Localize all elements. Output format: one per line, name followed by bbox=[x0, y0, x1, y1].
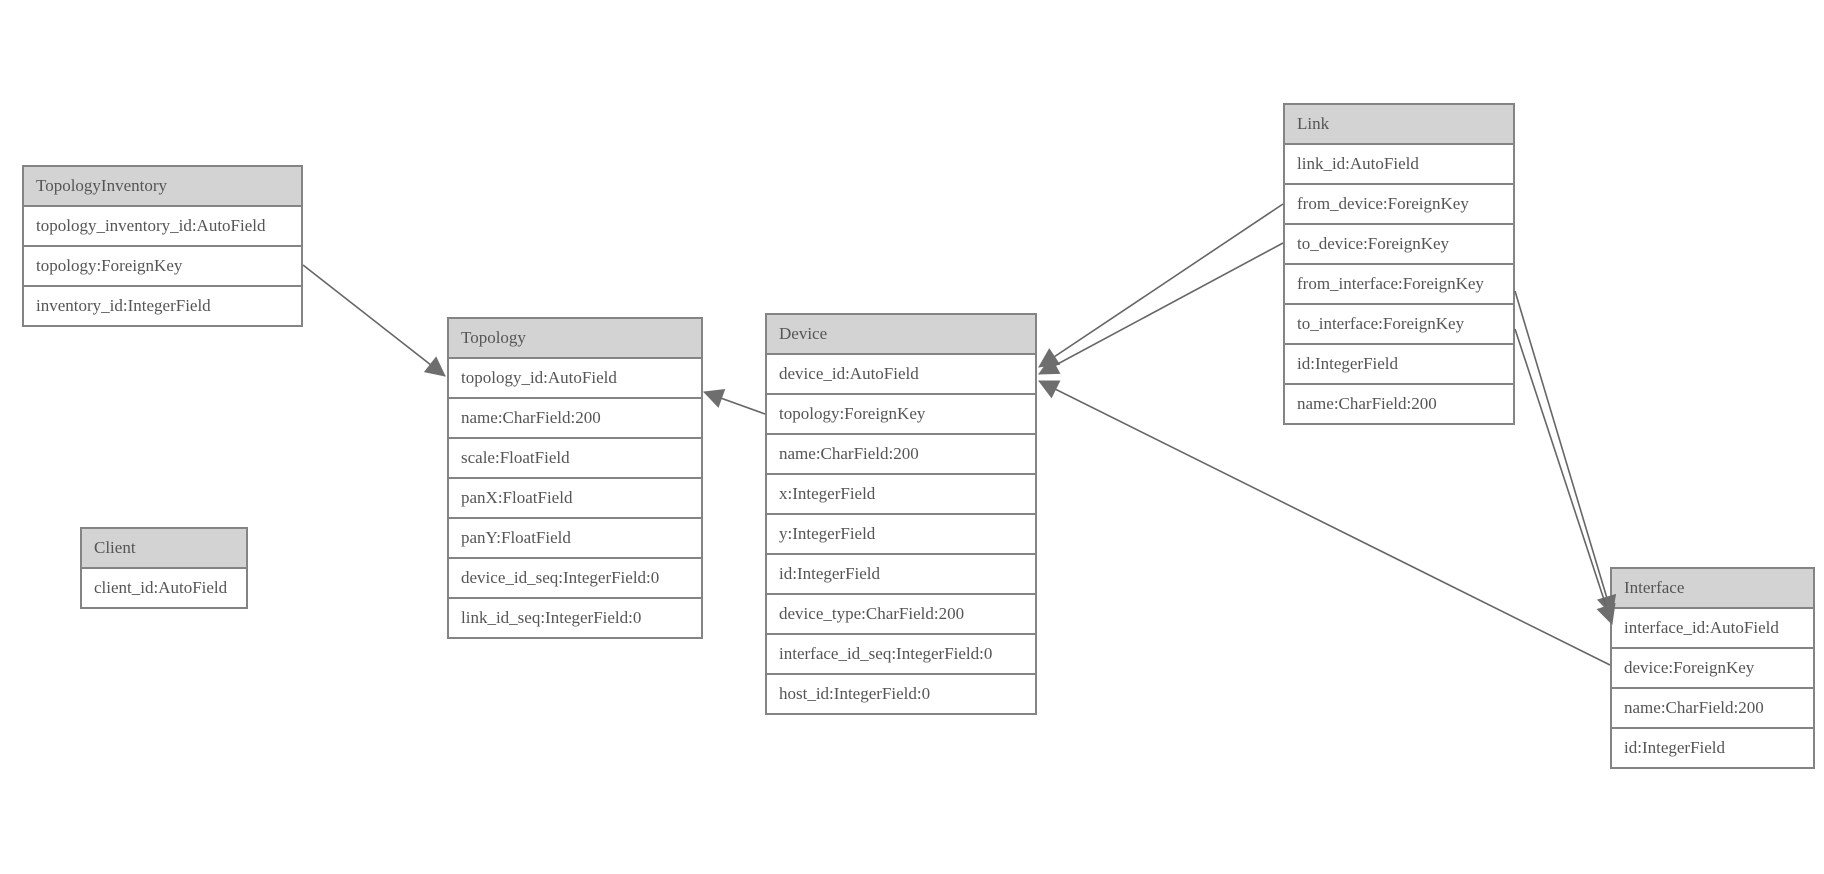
field-row: to_device:ForeignKey bbox=[1285, 225, 1513, 265]
field-row: device:ForeignKey bbox=[1612, 649, 1813, 689]
entity-topologyinventory-title: TopologyInventory bbox=[24, 167, 301, 207]
field-row: device_type:CharField:200 bbox=[767, 595, 1035, 635]
field-row: device_id_seq:IntegerField:0 bbox=[449, 559, 701, 599]
field-row: link_id:AutoField bbox=[1285, 145, 1513, 185]
relation-link-to_interface bbox=[1514, 328, 1616, 625]
relation-device-topology bbox=[703, 389, 766, 415]
relation-link-to_device bbox=[1038, 242, 1284, 375]
field-row: name:CharField:200 bbox=[1285, 385, 1513, 423]
entity-client-fields: client_id:AutoField bbox=[82, 569, 246, 607]
field-row: from_device:ForeignKey bbox=[1285, 185, 1513, 225]
field-row: topology_inventory_id:AutoField bbox=[24, 207, 301, 247]
entity-link-title: Link bbox=[1285, 105, 1513, 145]
field-row: topology:ForeignKey bbox=[24, 247, 301, 287]
field-row: link_id_seq:IntegerField:0 bbox=[449, 599, 701, 637]
entity-interface-title: Interface bbox=[1612, 569, 1813, 609]
relation-link-from_device bbox=[1038, 203, 1284, 368]
field-row: scale:FloatField bbox=[449, 439, 701, 479]
field-row: inventory_id:IntegerField bbox=[24, 287, 301, 325]
field-row: from_interface:ForeignKey bbox=[1285, 265, 1513, 305]
field-row: device_id:AutoField bbox=[767, 355, 1035, 395]
field-row: host_id:IntegerField:0 bbox=[767, 675, 1035, 713]
field-row: name:CharField:200 bbox=[767, 435, 1035, 475]
field-row: panY:FloatField bbox=[449, 519, 701, 559]
field-row: id:IntegerField bbox=[767, 555, 1035, 595]
entity-topologyinventory: TopologyInventory topology_inventory_id:… bbox=[22, 165, 303, 327]
entity-client-title: Client bbox=[82, 529, 246, 569]
field-row: client_id:AutoField bbox=[82, 569, 246, 607]
field-row: name:CharField:200 bbox=[449, 399, 701, 439]
field-row: id:IntegerField bbox=[1612, 729, 1813, 767]
field-row: panX:FloatField bbox=[449, 479, 701, 519]
relation-topologyinventory-topology bbox=[302, 264, 446, 377]
relation-link-from_interface bbox=[1514, 290, 1617, 616]
field-row: interface_id:AutoField bbox=[1612, 609, 1813, 649]
field-row: to_interface:ForeignKey bbox=[1285, 305, 1513, 345]
entity-device-title: Device bbox=[767, 315, 1035, 355]
field-row: name:CharField:200 bbox=[1612, 689, 1813, 729]
field-row: x:IntegerField bbox=[767, 475, 1035, 515]
field-row: topology_id:AutoField bbox=[449, 359, 701, 399]
entity-client: Client client_id:AutoField bbox=[80, 527, 248, 609]
field-row: y:IntegerField bbox=[767, 515, 1035, 555]
entity-topology-title: Topology bbox=[449, 319, 701, 359]
field-row: id:IntegerField bbox=[1285, 345, 1513, 385]
field-row: topology:ForeignKey bbox=[767, 395, 1035, 435]
field-row: interface_id_seq:IntegerField:0 bbox=[767, 635, 1035, 675]
